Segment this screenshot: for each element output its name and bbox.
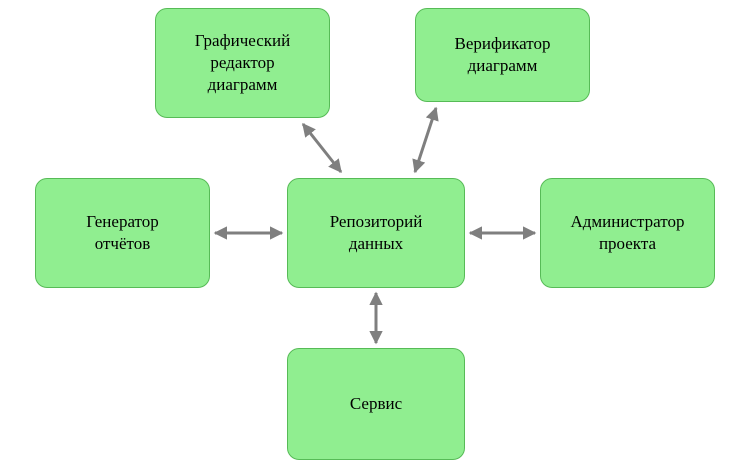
node-report-generator: Генератор отчётов: [35, 178, 210, 288]
node-graphic-editor-label: Графический редактор диаграмм: [194, 30, 291, 95]
node-project-admin-label: Администратор проекта: [570, 211, 685, 253]
node-service: Сервис: [287, 348, 465, 460]
node-verifier-label: Верификатор диаграмм: [454, 33, 551, 75]
node-repository: Репозиторий данных: [287, 178, 465, 288]
node-report-generator-label: Генератор отчётов: [86, 211, 159, 253]
node-service-label: Сервис: [349, 393, 403, 413]
node-project-admin: Администратор проекта: [540, 178, 715, 288]
node-verifier: Верификатор диаграмм: [415, 8, 590, 102]
arrow-verifier-repository: [412, 106, 439, 174]
node-graphic-editor: Графический редактор диаграмм: [155, 8, 330, 118]
arrow-editor-repository: [301, 122, 343, 174]
node-repository-label: Репозиторий данных: [329, 211, 423, 253]
